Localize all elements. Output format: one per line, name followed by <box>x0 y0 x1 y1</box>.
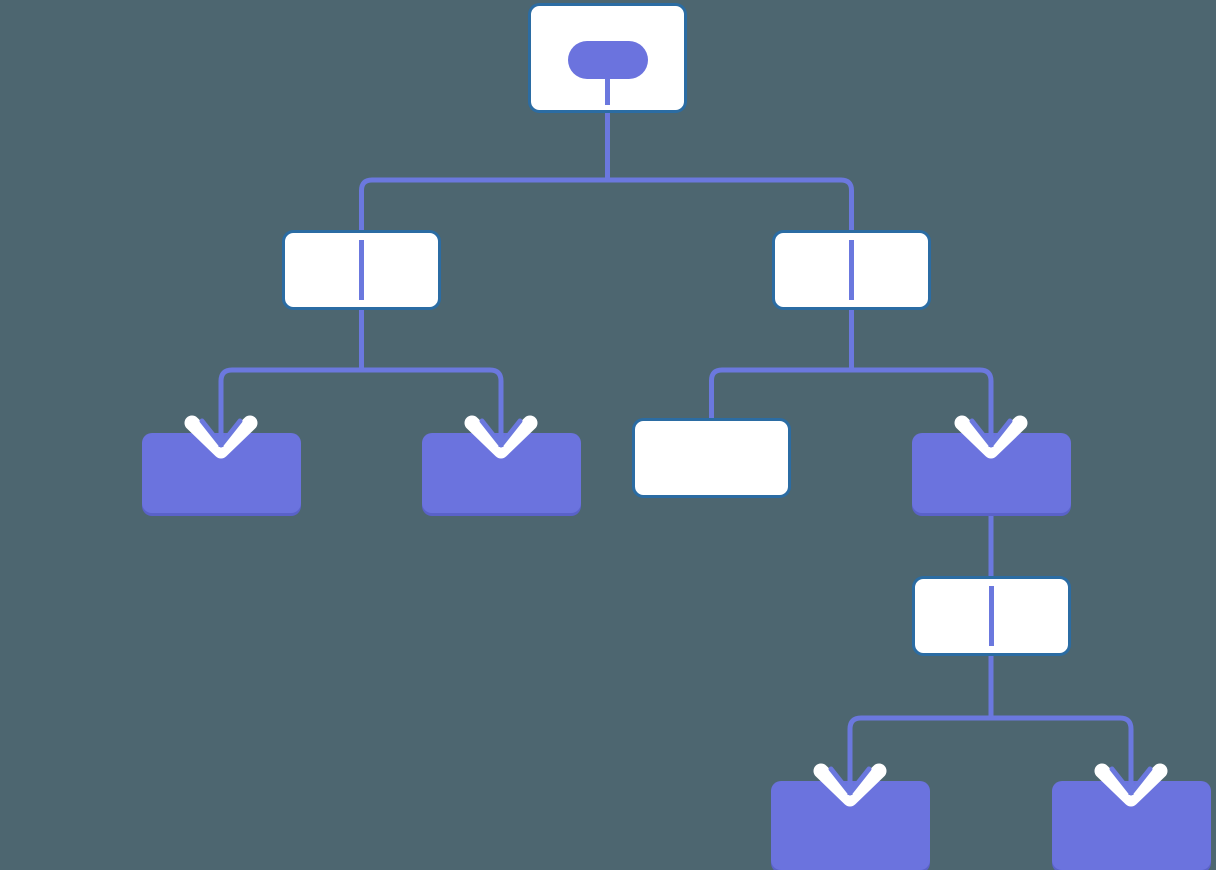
arrow-chevron-l3-d <box>954 415 1028 459</box>
nodes-layer <box>142 3 1211 870</box>
edge-edge-l4-to-l5-b <box>991 715 1134 781</box>
arrow-chevron-l3-b <box>464 415 538 459</box>
node-l5-a[interactable] <box>771 781 930 870</box>
node-l3-c[interactable] <box>632 418 791 498</box>
arrow-chevron-l3-a <box>184 415 258 459</box>
arrow-inner-chevron-l3-d <box>969 418 1013 448</box>
through-lines-layer <box>359 79 994 646</box>
edge-edge-root-to-l2-right <box>607 177 854 230</box>
arrow-inner-chevron-l5-a <box>828 766 872 796</box>
edge-edge-l2-left-to-l3-a <box>218 367 362 433</box>
arrow-chevron-l5-a <box>813 763 887 807</box>
node-pill-badge-root[interactable] <box>568 41 648 79</box>
node-l3-b[interactable] <box>422 433 581 513</box>
arrow-inner-chevron-l5-b <box>1109 766 1153 796</box>
node-l3-d[interactable] <box>912 433 1071 513</box>
arrow-inner-chevron-l3-a <box>199 418 243 448</box>
edge-edge-root-to-l2-left <box>359 177 608 230</box>
arrow-inner-chevron-l3-b <box>479 418 523 448</box>
node-l5-b[interactable] <box>1052 781 1211 870</box>
node-l3-a[interactable] <box>142 433 301 513</box>
arrow-markers-layer <box>184 401 1168 807</box>
edge-edge-l2-right-to-l3-d <box>851 367 994 433</box>
edge-edge-l2-right-to-l3-c <box>709 367 852 418</box>
arrow-chevron-l5-b <box>1094 763 1168 807</box>
edge-edge-l4-to-l5-a <box>847 715 991 781</box>
edge-edge-l2-left-to-l3-b <box>361 367 504 433</box>
